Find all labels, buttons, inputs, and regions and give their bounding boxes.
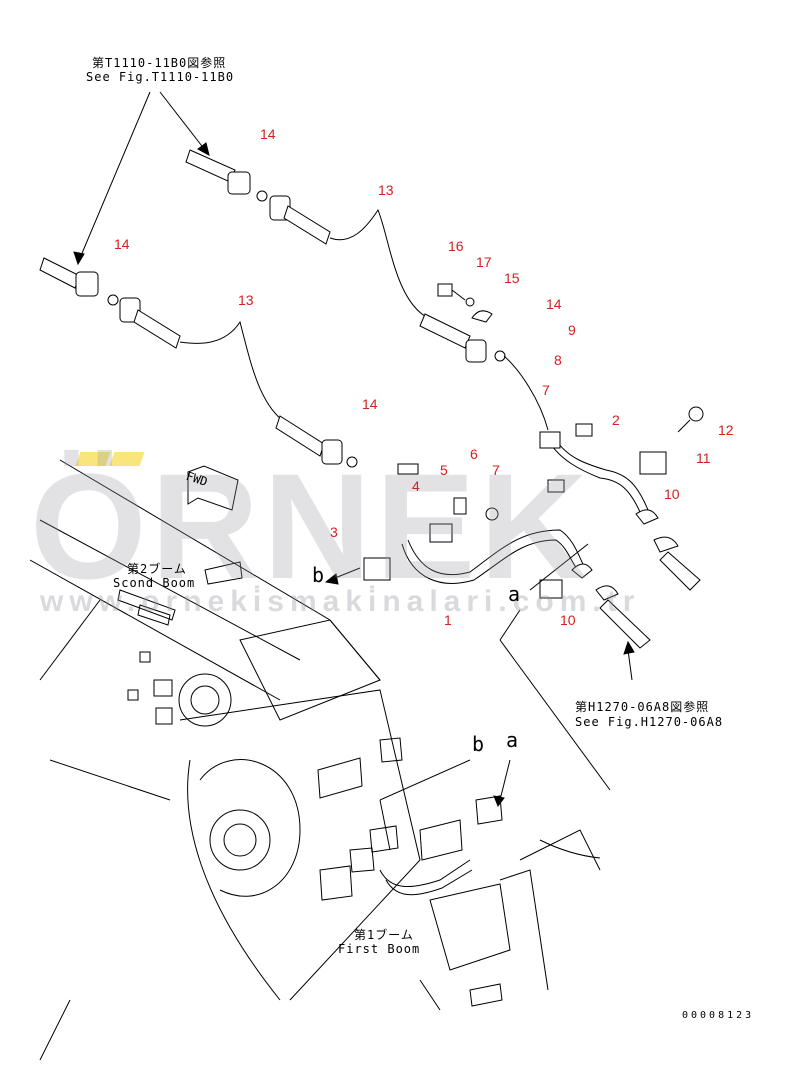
bolt-16: [437, 283, 466, 301]
part-number: 7: [542, 382, 550, 398]
part-number: 14: [546, 296, 562, 312]
part-number: 7: [492, 462, 500, 478]
second-boom-jp: 第2ブーム: [127, 562, 187, 576]
boom-structure: [29, 459, 601, 1061]
first-boom-en: First Boom: [338, 942, 421, 956]
part-number: 17: [476, 254, 492, 270]
part-number: 10: [560, 612, 576, 628]
connection-letter-a: a: [506, 728, 519, 752]
reference-right-en: See Fig.H1270-06A8: [575, 715, 724, 729]
connection-letter-a: a: [508, 582, 521, 606]
watermark-url: www.orneki̇smaki̇nalari.com.tr: [40, 585, 641, 618]
second-boom-en: Scond Boom: [113, 576, 196, 590]
part-number: 11: [696, 450, 711, 466]
fwd-arrow-icon: [187, 465, 239, 511]
part-number: 14: [260, 126, 276, 142]
figure-code: 00008123: [682, 1010, 755, 1021]
part-number: 10: [664, 486, 680, 502]
part-number: 16: [448, 238, 464, 254]
watermark-brand: ÖRNEK: [30, 442, 592, 610]
pipe-1: [363, 463, 651, 649]
part-number: 14: [362, 396, 378, 412]
part-number: 9: [568, 322, 576, 338]
part-number: 13: [378, 182, 394, 198]
part-number: 12: [718, 422, 734, 438]
reference-top-en: See Fig.T1110-11B0: [86, 70, 235, 84]
first-boom-jp: 第1ブーム: [354, 928, 414, 942]
connection-letter-b: b: [472, 732, 485, 756]
part-number: 3: [330, 524, 338, 540]
part-number: 8: [554, 352, 562, 368]
arrow-head-icon: [197, 142, 210, 156]
part-number: 2: [612, 412, 620, 428]
part-number: 15: [504, 270, 520, 286]
hose-lower: [39, 257, 358, 468]
pipe-2: [503, 355, 701, 591]
hose-upper: [185, 149, 506, 363]
part-number: 14: [114, 236, 130, 252]
part-number: 13: [238, 292, 254, 308]
connection-letter-b: b: [312, 563, 325, 587]
washer-17: [465, 297, 475, 307]
reference-right-jp: 第H1270-06A8図参照: [575, 700, 710, 714]
arrow-head-icon: [73, 251, 85, 266]
part-number: 4: [412, 478, 420, 494]
reference-top-jp: 第T1110-11B0図参照: [92, 56, 227, 70]
clamp-15: [471, 310, 493, 323]
part-number: 1: [444, 612, 452, 628]
bolt-12: [677, 406, 704, 433]
part-number: 6: [470, 446, 478, 462]
part-number: 5: [440, 462, 448, 478]
